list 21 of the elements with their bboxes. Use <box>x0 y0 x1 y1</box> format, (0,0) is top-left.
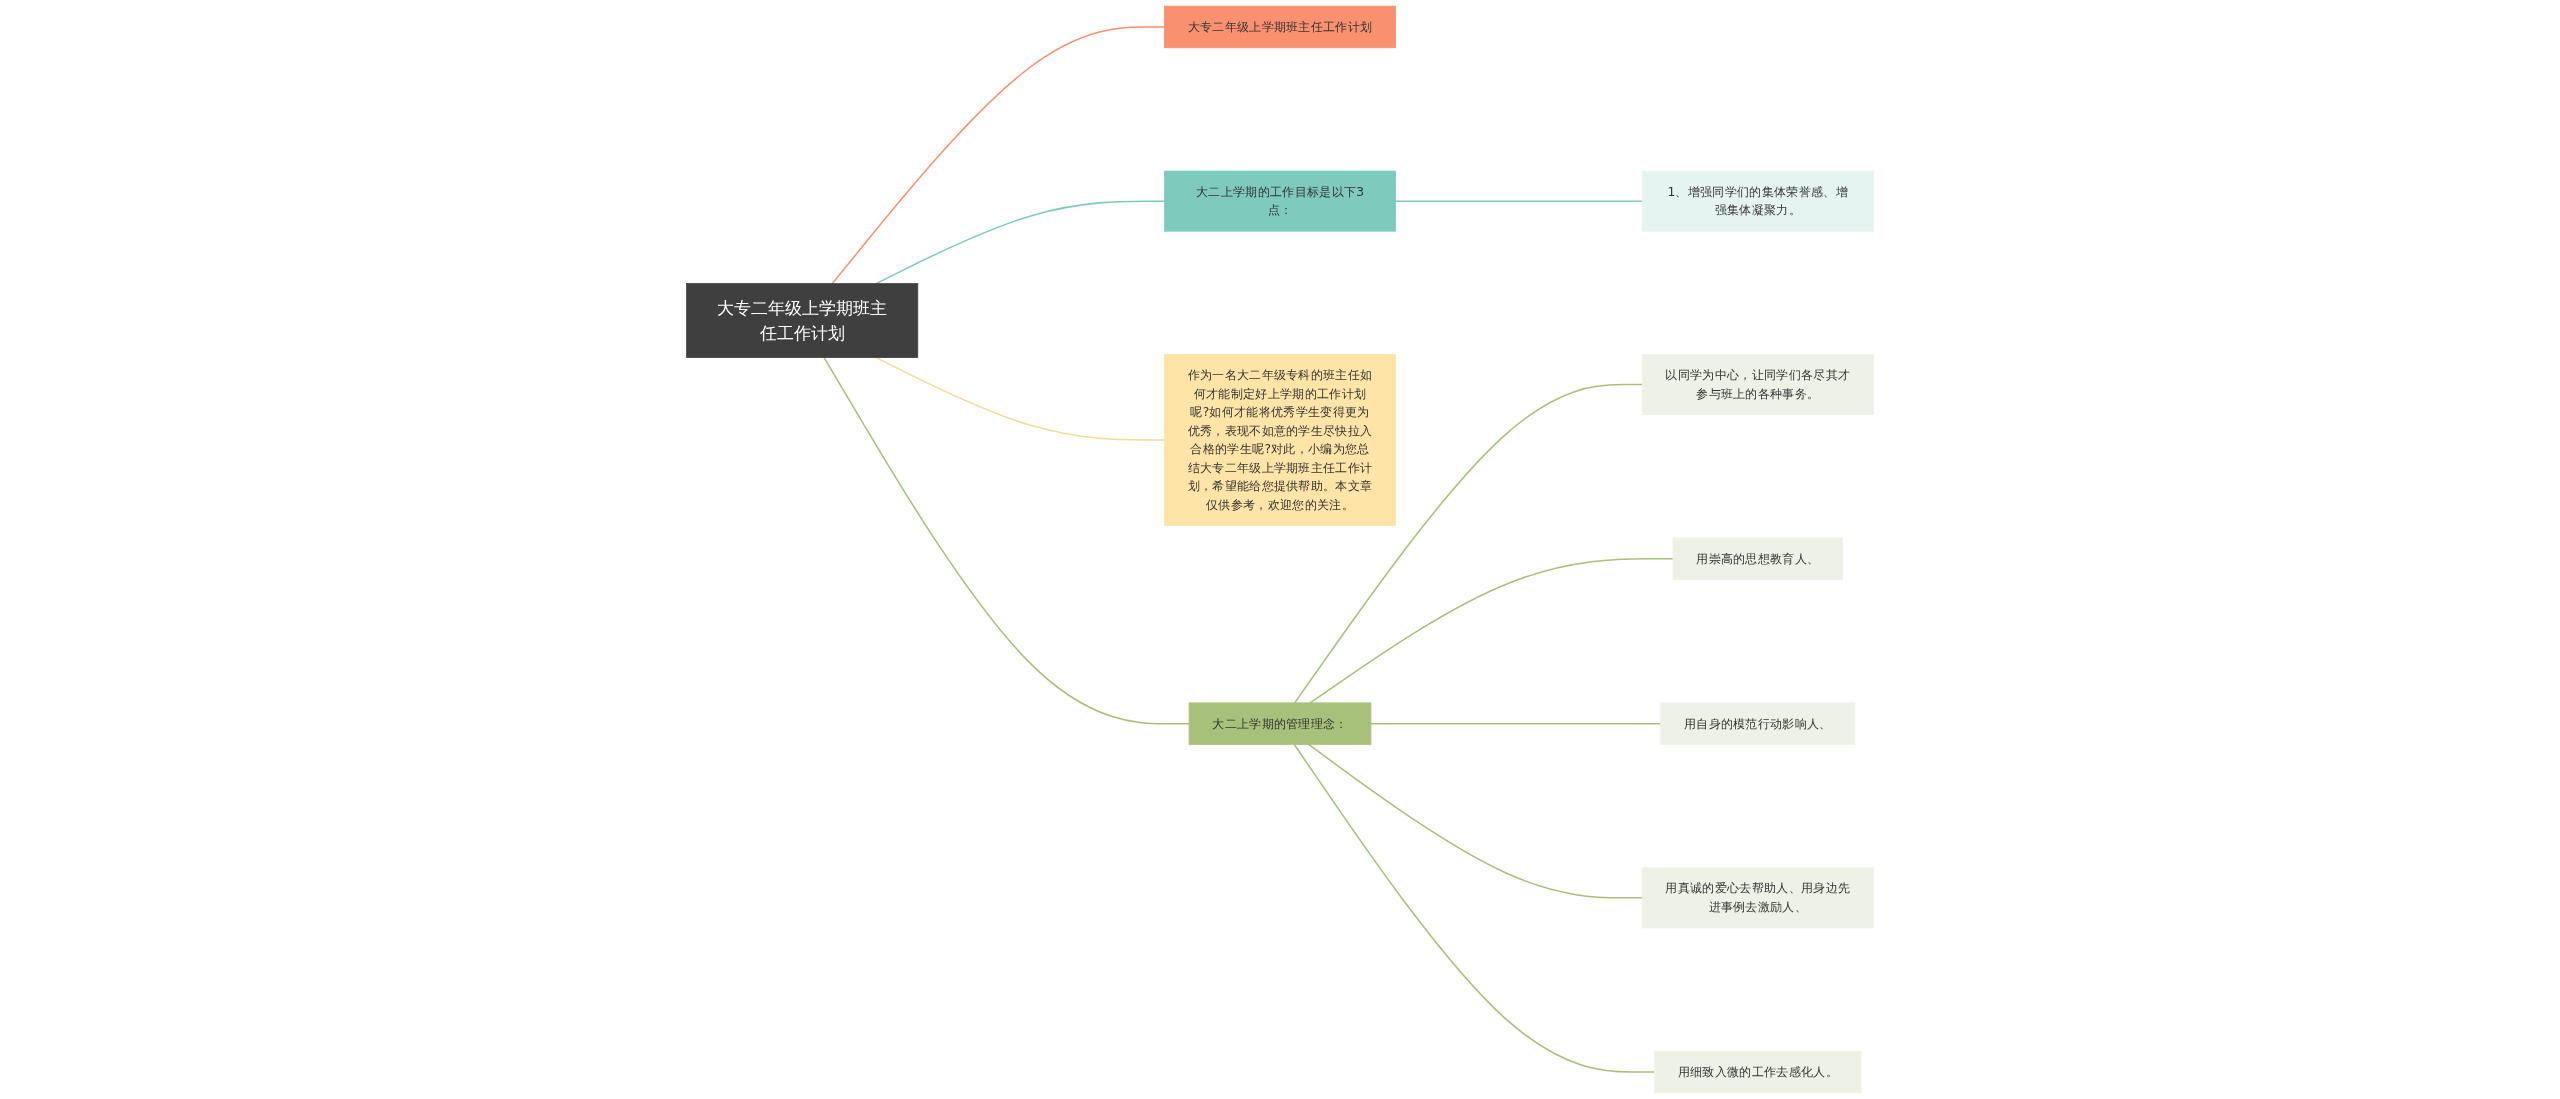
node-box: 1、增强同学们的集体荣誉感、增强集体凝聚力。 <box>1641 170 1874 232</box>
connector <box>1307 743 1643 899</box>
node-box: 大二上学期的工作目标是以下3点： <box>1164 170 1396 232</box>
connector <box>1394 200 1643 202</box>
connector <box>1293 743 1656 1073</box>
connector <box>823 356 1190 725</box>
connector <box>1293 383 1643 704</box>
node-box: 以同学为中心，让同学们各尽其才参与班上的各种事务。 <box>1641 354 1874 415</box>
node-box: 用真诚的爱心去帮助人、用身边先进事例去激励人、 <box>1641 867 1874 929</box>
node-box: 用崇高的思想教育人、 <box>1672 537 1843 580</box>
node-box: 大二上学期的管理理念： <box>1188 702 1372 745</box>
node-box: 大专二年级上学期班主任工作计划 <box>1164 5 1396 49</box>
connector <box>1370 722 1662 725</box>
connector <box>831 26 1166 285</box>
node-box: 用自身的模范行动影响人、 <box>1660 702 1856 745</box>
node-box: 作为一名大二年级专科的班主任如何才能制定好上学期的工作计划呢?如何才能将优秀学生变得更为优秀，表现不如意的学生尽快拉入合格的学生呢?对此，小编为您总结大专二年级上学期班主任工作计划，希望能给您提供帮助。本文章仅供参考，欢迎您的关注。 <box>1164 354 1396 526</box>
connector <box>1309 558 1674 704</box>
node-box: 大专二年级上学期班主任工作计划 <box>686 283 919 358</box>
node-box: 用细致入微的工作去感化人。 <box>1654 1050 1862 1094</box>
connector <box>875 356 1166 441</box>
connector <box>875 200 1166 285</box>
